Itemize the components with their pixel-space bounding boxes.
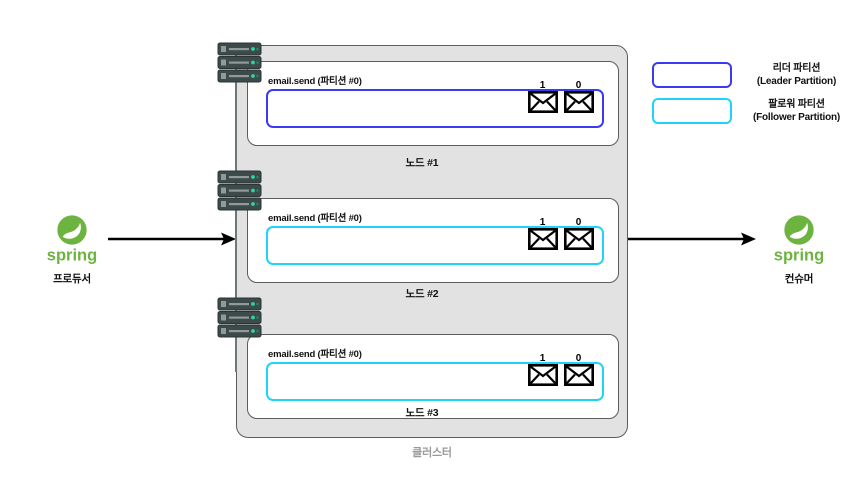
envelope-icon xyxy=(527,228,558,250)
legend-follower-ko: 팔로워 파티션 xyxy=(768,99,825,110)
message-offset: 1 xyxy=(539,353,546,364)
svg-text:spring: spring xyxy=(47,247,97,265)
envelope-icon xyxy=(527,91,558,113)
legend-row-follower: 팔로워 파티션 (Follower Partition) xyxy=(652,98,849,124)
spring-wordmark: spring xyxy=(47,247,97,265)
spring-wordmark: spring xyxy=(774,247,824,265)
svg-text:spring: spring xyxy=(774,247,824,265)
consume-arrow xyxy=(628,232,756,246)
produce-arrow xyxy=(108,232,236,246)
node-label-2: 노드 #2 xyxy=(405,288,439,300)
partition-box-follower-node-3[interactable]: 1 0 xyxy=(266,353,604,401)
message-item: 1 xyxy=(527,80,558,113)
message-offset: 0 xyxy=(575,353,582,364)
legend-leader-en: (Leader Partition) xyxy=(756,76,837,87)
partition-box-leader-node-1[interactable]: 1 0 xyxy=(266,80,604,128)
message-item: 1 xyxy=(527,217,558,250)
message-item: 0 xyxy=(563,80,594,113)
producer-endpoint: spring 프로듀서 xyxy=(17,214,127,286)
envelope-icon xyxy=(563,364,594,386)
cluster-container: email.send (파티션 #0) 1 0 xyxy=(236,45,628,438)
message-offset: 1 xyxy=(539,217,546,228)
server-rack-icon xyxy=(217,297,262,338)
node-card-2[interactable]: email.send (파티션 #0) 1 0 xyxy=(247,198,619,283)
message-offset: 0 xyxy=(575,217,582,228)
legend-row-leader: 리더 파티션 (Leader Partition) xyxy=(652,62,849,88)
message-item: 0 xyxy=(563,353,594,386)
envelope-icon xyxy=(527,364,558,386)
node-label-3: 노드 #3 xyxy=(405,407,439,419)
cluster-label: 클러스터 xyxy=(412,447,452,459)
legend-text-leader: 리더 파티션 (Leader Partition) xyxy=(744,62,849,88)
consumer-endpoint: spring 컨슈머 xyxy=(744,214,854,286)
cluster-bus-line xyxy=(235,52,237,372)
envelope-icon xyxy=(563,228,594,250)
partition-box-follower-node-2[interactable]: 1 0 xyxy=(266,217,604,265)
legend-swatch-follower xyxy=(652,98,732,124)
legend-leader-ko: 리더 파티션 xyxy=(772,63,821,74)
message-offset: 1 xyxy=(539,80,546,91)
spring-logo xyxy=(57,215,87,245)
consumer-role-label: 컨슈머 xyxy=(784,273,814,285)
message-item: 0 xyxy=(563,217,594,250)
node-card-3[interactable]: email.send (파티션 #0) 1 0 xyxy=(247,334,619,419)
message-strip-node-3: 1 0 xyxy=(527,353,594,386)
producer-role-label: 프로듀서 xyxy=(53,273,91,285)
server-rack-icon xyxy=(217,42,262,83)
server-rack-icon xyxy=(217,170,262,211)
envelope-icon xyxy=(563,91,594,113)
legend-text-follower: 팔로워 파티션 (Follower Partition) xyxy=(744,98,849,124)
node-card-1[interactable]: email.send (파티션 #0) 1 0 xyxy=(247,61,619,146)
node-label-1: 노드 #1 xyxy=(405,157,439,169)
message-strip-node-1: 1 0 xyxy=(527,80,594,113)
legend-follower-en: (Follower Partition) xyxy=(752,112,841,123)
message-offset: 0 xyxy=(575,80,582,91)
legend-swatch-leader xyxy=(652,62,732,88)
message-strip-node-2: 1 0 xyxy=(527,217,594,250)
spring-logo xyxy=(784,215,814,245)
message-item: 1 xyxy=(527,353,558,386)
topic-title-node-2: email.send (파티션 #0) xyxy=(268,213,362,224)
topic-title-node-3: email.send (파티션 #0) xyxy=(268,349,362,360)
topic-title-node-1: email.send (파티션 #0) xyxy=(268,76,362,87)
